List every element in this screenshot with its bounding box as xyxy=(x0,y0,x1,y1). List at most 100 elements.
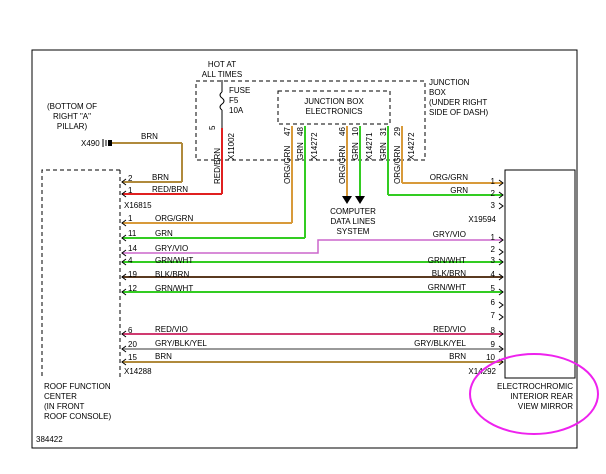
ground-location-line3: PILLAR) xyxy=(57,122,88,131)
roof-pin-ticks xyxy=(121,178,127,366)
ground-location-line2: RIGHT "A" xyxy=(53,112,91,121)
circuit-x11002-label: X11002 xyxy=(227,132,236,160)
wire-grn-31-label: GRN xyxy=(379,142,388,160)
fuse-labels: HOT AT ALL TIMES FUSE F5 10A xyxy=(202,60,251,115)
row-right-color: BRN xyxy=(449,352,466,361)
wire-org-grn-47-label: ORG/GRN xyxy=(283,146,292,184)
all-times-label: ALL TIMES xyxy=(202,70,242,79)
row-left-color: GRY/BLK/YEL xyxy=(155,339,207,348)
row-right-pin: 8 xyxy=(491,326,496,335)
data-lines-line3: SYSTEM xyxy=(337,227,370,236)
fuse-number-label: F5 xyxy=(229,96,239,105)
jbe-line2: ELECTRONICS xyxy=(306,107,363,116)
roof-pin-2-color: BRN xyxy=(152,173,169,182)
figure-id: 384422 xyxy=(36,435,63,444)
row-left-color: BLK/BRN xyxy=(155,270,189,279)
pin-10-label: 10 xyxy=(351,127,360,136)
mirror-line2: INTERIOR REAR xyxy=(510,392,573,401)
data-lines-line1: COMPUTER xyxy=(330,207,376,216)
fuse-icon xyxy=(219,91,225,111)
pin-47-label: 47 xyxy=(283,127,292,136)
pin-48-label: 48 xyxy=(296,127,305,136)
data-lines-labels: COMPUTER DATA LINES SYSTEM xyxy=(330,207,376,236)
row-right-pin: 6 xyxy=(491,298,496,307)
ground-labels: (BOTTOM OF RIGHT "A" PILLAR) X490 BRN xyxy=(47,102,158,148)
roof-connector-bottom: X14288 xyxy=(124,367,152,376)
roof-top-pins: 2 BRN 1 RED/BRN X16815 xyxy=(124,173,188,210)
wire-grn-10-label: GRN xyxy=(351,142,360,160)
row-right-color: GRY/VIO xyxy=(433,230,466,239)
roof-pin-1-color: RED/BRN xyxy=(152,185,188,194)
row-left-pin: 11 xyxy=(128,229,137,238)
ground-location-line1: (BOTTOM OF xyxy=(47,102,97,111)
row-right-pin: 3 xyxy=(491,256,496,265)
pin-29-label: 29 xyxy=(393,127,402,136)
row-right-color: RED/VIO xyxy=(433,325,466,334)
wire-org-grn-29-label: ORG/GRN xyxy=(393,146,402,184)
roof-module-line2: CENTER xyxy=(44,392,77,401)
row-left-pin: 20 xyxy=(128,340,137,349)
mirror-pin-2-color: GRN xyxy=(450,186,468,195)
wire-gry-vio xyxy=(122,239,503,254)
row-right-color: GRY/BLK/YEL xyxy=(414,339,466,348)
mirror-line3: VIEW MIRROR xyxy=(518,402,573,411)
ground-connector-label: X490 xyxy=(81,139,100,148)
mirror-pin-ticks xyxy=(498,179,504,366)
row-left-color: GRN xyxy=(155,229,173,238)
roof-pin-2: 2 xyxy=(128,174,133,183)
pin-46-label: 46 xyxy=(338,127,347,136)
pin-5-label: 5 xyxy=(208,125,217,130)
row-left-pin: 4 xyxy=(128,256,133,265)
arrow-down-icon xyxy=(355,196,365,204)
row-right-color: BLK/BRN xyxy=(432,269,466,278)
arrow-down-icon xyxy=(342,196,352,204)
row-left-pin: 12 xyxy=(128,284,137,293)
jbe-outline xyxy=(277,90,391,125)
row-right-pin: 1 xyxy=(491,233,496,242)
roof-pin-1: 1 xyxy=(128,186,133,195)
roof-module-line1: ROOF FUNCTION xyxy=(44,382,111,391)
junction-box-line4: SIDE OF DASH) xyxy=(429,108,488,117)
wire-red-brn-label: RED/BRN xyxy=(213,148,222,184)
mirror-pin-3: 3 xyxy=(491,201,496,210)
mirror-top-pins: ORG/GRN 1 GRN 2 3 X19594 xyxy=(430,173,497,224)
row-left-color: ORG/GRN xyxy=(155,214,193,223)
vertical-wire-labels: 5 X11002 RED/BRN 47 ORG/GRN 48 GRN X1427… xyxy=(208,125,416,184)
junction-box-line1: JUNCTION xyxy=(429,78,470,87)
roof-module-labels: ROOF FUNCTION CENTER (IN FRONT ROOF CONS… xyxy=(44,382,111,421)
roof-module-line4: ROOF CONSOLE) xyxy=(44,412,111,421)
mirror-line1: ELECTROCHROMIC xyxy=(497,382,573,391)
row-right-pin: 4 xyxy=(491,270,496,279)
junction-box-outline xyxy=(195,80,426,161)
row-left-color: BRN xyxy=(155,352,172,361)
fuse-rating-label: 10A xyxy=(229,106,244,115)
data-lines-line2: DATA LINES xyxy=(330,217,375,226)
row-left-pin: 1 xyxy=(128,214,133,223)
junction-box-line3: (UNDER RIGHT xyxy=(429,98,487,107)
row-left-color: GRN/WHT xyxy=(155,256,193,265)
fuse-label: FUSE xyxy=(229,86,250,95)
diagram-frame xyxy=(31,49,578,449)
mirror-labels: ELECTROCHROMIC INTERIOR REAR VIEW MIRROR xyxy=(497,382,573,411)
circuit-x14272-a-label: X14272 xyxy=(310,132,319,160)
ground-symbol-icon xyxy=(102,139,112,147)
hot-at-label: HOT AT xyxy=(208,60,236,69)
junction-box-line2: BOX xyxy=(429,88,447,97)
row-right-pin: 5 xyxy=(491,284,496,293)
row-left-pin: 14 xyxy=(128,244,137,253)
pin-31-label: 31 xyxy=(379,127,388,136)
highlight-circle xyxy=(469,353,599,435)
row-right-pin: 9 xyxy=(491,340,496,349)
row-right-pin: 10 xyxy=(486,353,495,362)
row-right-color: GRN/WHT xyxy=(428,256,466,265)
connector-rows: 1 ORG/GRN 11 GRN 14 GRY/VIO GRY/VIO 1 2 … xyxy=(124,214,497,376)
roof-connector-top: X16815 xyxy=(124,201,152,210)
mirror-pin-1: 1 xyxy=(491,177,496,186)
row-right-pin: 7 xyxy=(491,311,496,320)
mirror-pin-1-color: ORG/GRN xyxy=(430,173,468,182)
row-right-color: GRN/WHT xyxy=(428,283,466,292)
wire-org-grn-46-label: ORG/GRN xyxy=(338,146,347,184)
wire-grn-48-label: GRN xyxy=(296,142,305,160)
mirror-pin-2: 2 xyxy=(491,189,496,198)
